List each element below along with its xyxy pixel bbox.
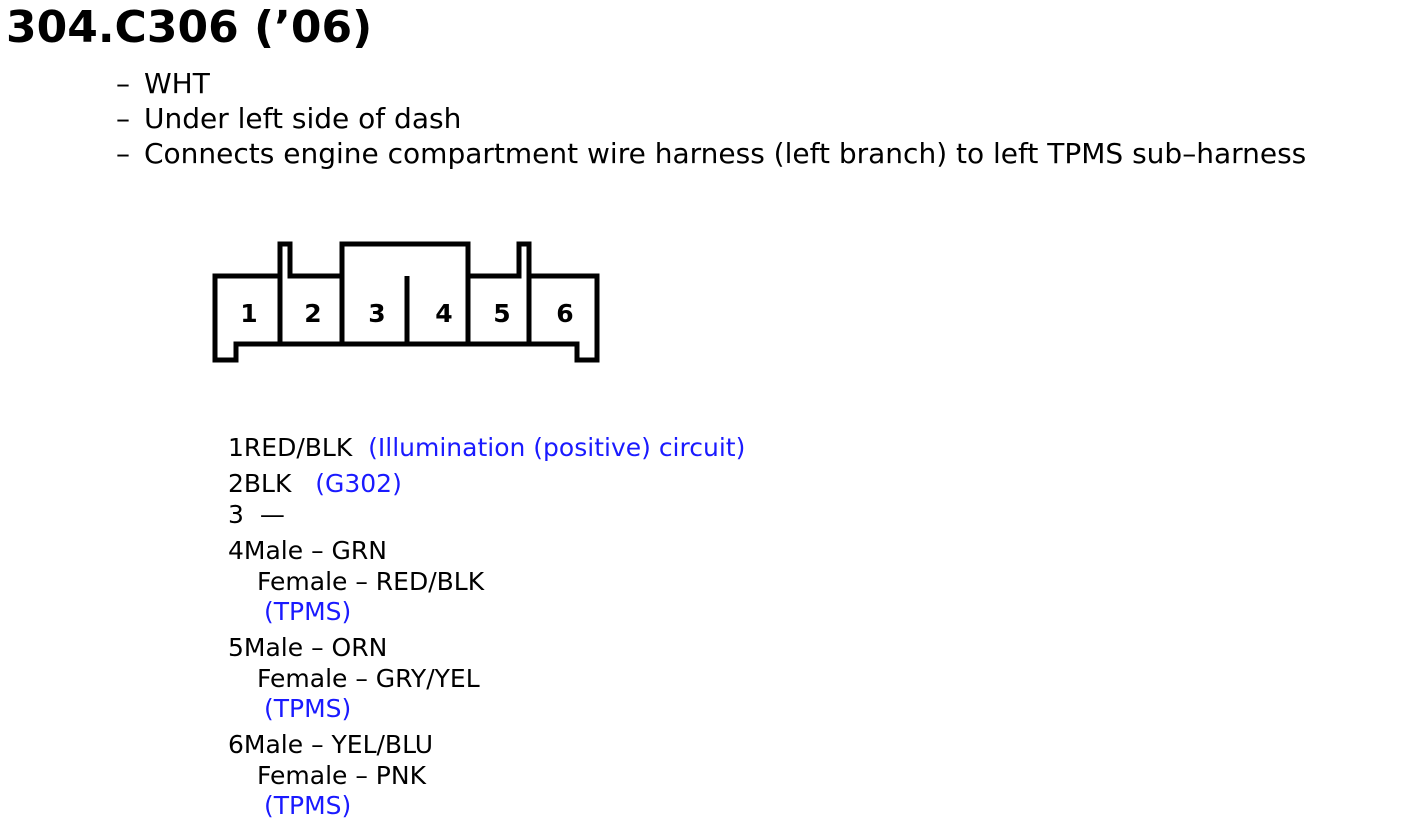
pin-row-6: 6Male – YEL/BLU <box>228 729 745 760</box>
male-wire: Male – ORN <box>243 633 388 662</box>
pin-number: 1 <box>228 433 244 462</box>
pin-row-4: 4Male – GRN <box>228 535 745 566</box>
wire-color: — <box>259 500 285 529</box>
page-title: 304.C306 (’06) <box>6 2 373 53</box>
pin-label-6: 6 <box>556 299 573 328</box>
wire-color: BLK <box>243 469 292 498</box>
pin-number: 5 <box>228 633 244 662</box>
connector-info-list: – WHT – Under left side of dash – Connec… <box>116 66 1306 171</box>
pin-row-1: 1RED/BLK (Illumination (positive) circui… <box>228 432 745 463</box>
circuit-link[interactable]: (Illumination (positive) circuit) <box>368 433 746 462</box>
pin-number: 6 <box>228 730 244 759</box>
pinout-list: 1RED/BLK (Illumination (positive) circui… <box>228 432 745 821</box>
pin-row-2: 2BLK (G302) <box>228 468 745 499</box>
wire-color: RED/BLK <box>243 433 353 462</box>
pin-label-3: 3 <box>368 299 385 328</box>
bullet-dash: – <box>116 137 130 170</box>
female-wire: Female – PNK <box>257 761 426 790</box>
pin-row-3: 3 — <box>228 499 745 530</box>
female-wire: Female – GRY/YEL <box>257 664 480 693</box>
pin-row-5: 5Male – ORN <box>228 632 745 663</box>
pin-label-2: 2 <box>304 299 321 328</box>
tpms-link[interactable]: (TPMS) <box>264 597 352 626</box>
pin-number: 2 <box>228 469 244 498</box>
color-text: WHT <box>144 67 210 100</box>
male-wire: Male – YEL/BLU <box>243 730 434 759</box>
pin-label-5: 5 <box>493 299 510 328</box>
ground-link[interactable]: (G302) <box>315 469 402 498</box>
female-wire: Female – RED/BLK <box>257 567 485 596</box>
bullet-dash: – <box>116 67 130 100</box>
pin-number: 4 <box>228 536 244 565</box>
pin-label-4: 4 <box>435 299 452 328</box>
bullet-dash: – <box>116 102 130 135</box>
pin-label-1: 1 <box>240 299 257 328</box>
pin-number: 3 <box>228 500 244 529</box>
connector-outline <box>212 241 600 363</box>
connector-face-diagram: 1 2 3 4 5 6 <box>212 241 600 363</box>
connects-text: Connects engine compartment wire harness… <box>144 137 1307 170</box>
tpms-link[interactable]: (TPMS) <box>264 694 352 723</box>
location-bullet: – Under left side of dash <box>116 101 1306 136</box>
male-wire: Male – GRN <box>243 536 387 565</box>
connects-bullet: – Connects engine compartment wire harne… <box>116 136 1306 171</box>
tpms-link[interactable]: (TPMS) <box>264 791 352 820</box>
location-text: Under left side of dash <box>144 102 462 135</box>
color-bullet: – WHT <box>116 66 1306 101</box>
